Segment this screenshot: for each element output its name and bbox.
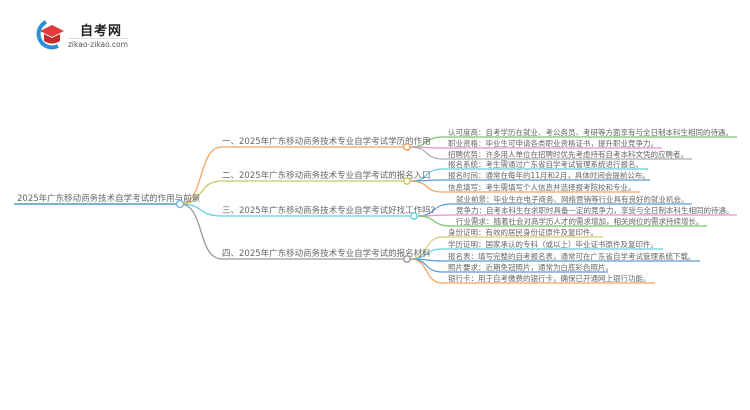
leaf-connector	[416, 214, 737, 217]
leaf-label[interactable]: 职业资格：毕业生可申请各类职业资格证书，提升职业竞争力。	[448, 138, 658, 148]
leaf-connector	[409, 258, 655, 284]
branch-label[interactable]: 一、2025年广东移动商务技术专业自学考试学历的作用	[222, 136, 431, 147]
leaf-label[interactable]: 竞争力：自考本科生在求职时具备一定的竞争力，享受与全日制本科生相同的待遇。	[456, 205, 734, 215]
leaf-label[interactable]: 学历证明：国家承认的专科（或以上）毕业证书原件及复印件。	[448, 239, 658, 249]
leaf-label[interactable]: 招聘优势：许多用人单位在招聘时优先考虑持有自考本科文凭的应聘者。	[448, 149, 688, 159]
branch-label[interactable]: 二、2025年广东移动商务技术专业自学考试的报名入口	[222, 170, 431, 181]
branch-label[interactable]: 三、2025年广东移动商务技术专业自学考试好找工作吗？	[222, 205, 439, 216]
leaf-label[interactable]: 行业需求：随着社会对高学历人才的需求增加，相关岗位的需求持续增长。	[456, 216, 704, 226]
root-label: 2025年广东移动商务技术自学考试的作用与前景	[17, 193, 200, 204]
root-node-circle[interactable]	[175, 199, 185, 209]
leaf-label[interactable]: 信息填写：考生需填写个人信息并选择报考院校和专业。	[448, 182, 636, 192]
branch-node-circle[interactable]	[410, 212, 418, 220]
branch-label[interactable]: 四、2025年广东移动商务技术专业自学考试的报名材料	[222, 248, 431, 259]
branch-connector	[179, 203, 404, 260]
leaf-connector	[409, 146, 692, 160]
graduation-cap-icon	[36, 20, 64, 50]
logo-url: zikao-zikao.com	[68, 38, 128, 49]
leaf-label[interactable]: 认可度高：自考学历在就业、考公务员、考研等方面享有与全日制本科生相同的待遇。	[448, 127, 733, 137]
logo: 自考网 zikao-zikao.com	[32, 18, 152, 50]
branch-node-circle[interactable]	[403, 143, 411, 151]
branch-connector	[179, 180, 404, 205]
leaf-label[interactable]: 银行卡：用于自考缴费的银行卡，确保已开通网上银行功能。	[448, 273, 651, 283]
leaf-label[interactable]: 报名系统：考生需通过广东省自学考试管理系统进行报名。	[448, 159, 643, 169]
leaf-label[interactable]: 照片要求：近期免冠照片，通常为白底彩色照片。	[448, 262, 613, 272]
leaf-connector	[416, 215, 707, 227]
leaf-connector	[409, 179, 650, 182]
branch-node-circle[interactable]	[403, 255, 411, 263]
leaf-label[interactable]: 报名表：填写完整的自考报名表，通常可在广东省自学考试管理系统下载。	[448, 251, 696, 261]
logo-title: 自考网	[80, 24, 123, 39]
branch-connector	[179, 146, 404, 205]
leaf-label[interactable]: 就业前景：毕业生在电子商务、网络营销等行业具有良好的就业机会。	[456, 194, 689, 204]
branch-connector	[179, 203, 411, 217]
leaf-label[interactable]: 身份证明：有效的居民身份证原件及复印件。	[448, 227, 598, 237]
leaf-connector	[409, 180, 640, 193]
leaf-label[interactable]: 报名时间：通常在每年的11月和2月，具体时间会提前公布。	[448, 170, 650, 180]
branch-node-circle[interactable]	[403, 177, 411, 185]
